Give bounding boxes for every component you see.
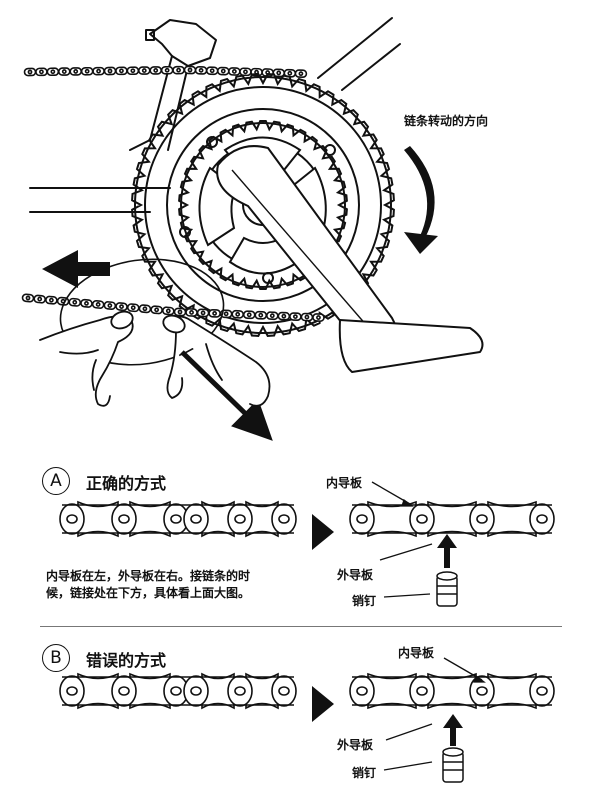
section-b-outer-plate-label: 外导板 [337,738,374,752]
pull-down-right-arrow [180,350,273,441]
pin-insertion-arrow-b [443,714,463,746]
section-a-chain-diagram [59,481,555,607]
section-b-title: 错误的方式 [86,651,167,670]
highlight-ellipse [59,258,225,366]
section-a-badge: A [42,467,70,495]
chain-rotation-direction-label: 链条转动的方向 [404,114,489,128]
section-a-title: 正确的方式 [86,474,167,493]
pull-left-arrow [42,250,110,288]
section-a-note-line2: 候，链接处在下方，具体看上面大图。 [46,586,251,600]
crankset-illustration [21,17,484,441]
hands [39,310,271,407]
section-b-chain-diagram [59,657,555,783]
pin-insertion-arrow [437,534,457,568]
section-b-badge: B [42,644,70,672]
upper-chain [23,65,308,79]
rotation-direction-arrow [404,146,438,254]
outer-chainring [131,73,395,337]
lower-chain [21,293,325,322]
section-a-note: 内导板在左，外导板在右。接链条的时 候，链接处在下方，具体看上面大图。 [46,568,316,602]
section-b-inner-plate-label: 内导板 [398,646,435,660]
pin-a [436,571,458,607]
pin-b [442,747,464,783]
section-a-pin-label: 销钉 [352,594,377,608]
section-a-inner-plate-label: 内导板 [326,476,363,490]
crank-arm [216,145,484,373]
section-b-pin-label: 销钉 [352,766,377,780]
section-a-note-line1: 内导板在左，外导板在右。接链条的时 [46,569,251,583]
section-a-outer-plate-label: 外导板 [337,568,374,582]
section-divider [40,626,562,627]
